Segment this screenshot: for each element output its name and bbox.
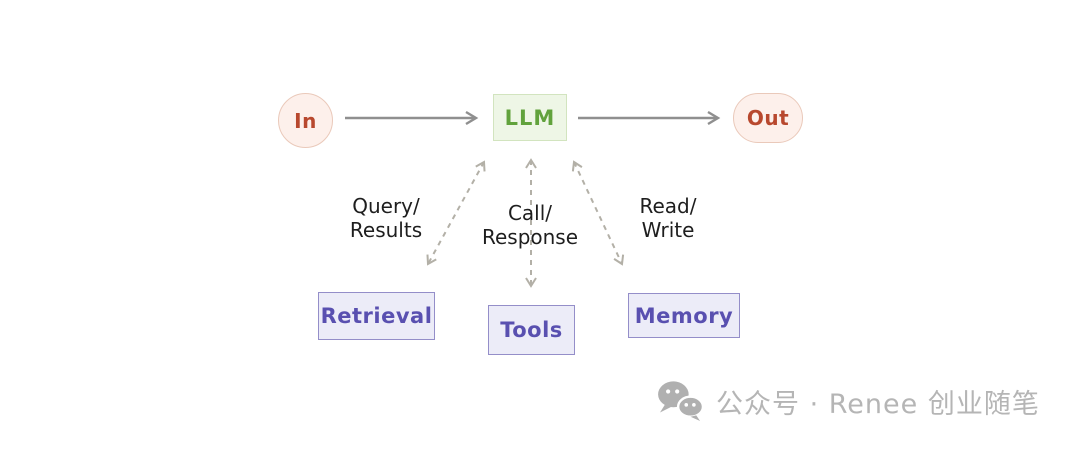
node-llm: LLM bbox=[493, 94, 567, 141]
node-retrieval-label: Retrieval bbox=[320, 304, 433, 328]
node-tools: Tools bbox=[488, 305, 575, 355]
edge-label-read-write: Read/ Write bbox=[639, 194, 697, 242]
node-tools-label: Tools bbox=[500, 318, 563, 342]
node-retrieval: Retrieval bbox=[318, 292, 435, 340]
wechat-icon bbox=[658, 381, 705, 422]
node-in-label: In bbox=[294, 108, 317, 133]
watermark: 公众号 · Renee 创业随笔 bbox=[656, 380, 1040, 422]
edge-label-query-results: Query/ Results bbox=[349, 194, 423, 242]
edge-label-call-response: Call/ Response bbox=[481, 201, 579, 249]
arrow-llm-memory bbox=[571, 160, 625, 266]
node-in: In bbox=[278, 93, 333, 148]
node-out: Out bbox=[733, 93, 803, 143]
node-llm-label: LLM bbox=[504, 105, 556, 130]
node-out-label: Out bbox=[746, 106, 790, 130]
node-memory-label: Memory bbox=[634, 303, 734, 328]
watermark-text: 公众号 · Renee 创业随笔 bbox=[716, 388, 1040, 420]
node-memory: Memory bbox=[628, 293, 740, 338]
